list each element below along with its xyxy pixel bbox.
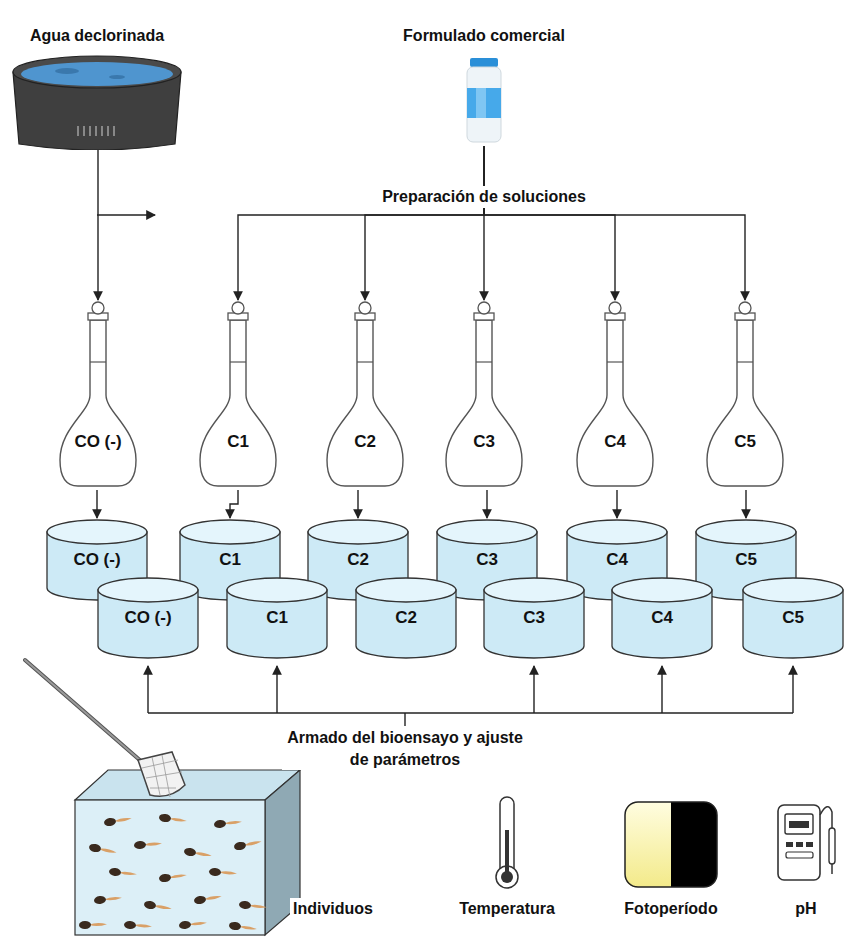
connector-arrow [484,146,615,300]
test-beaker: CO (-) [96,576,200,660]
tadpole [229,921,258,933]
tadpole [183,847,212,860]
volumetric-flask: C4 [575,300,655,490]
node-label: C3 [482,608,586,628]
tadpoles [79,813,267,933]
water-tank: Agua declorinada [7,26,187,150]
process-label: Armado del bioensayo y ajuste de parámet… [282,727,528,770]
flask-shape [325,300,405,490]
tadpole [134,839,162,849]
tadpole [79,920,107,929]
tadpole [124,921,152,931]
connector-arrow [484,146,745,300]
connector-arrow [97,150,98,300]
node-label: Formulado comercial [394,26,574,46]
node-label: C4 [610,608,714,628]
node-label: C2 [354,608,458,628]
tadpole [193,892,222,905]
tadpole [94,894,123,905]
connector-arrow [230,490,238,518]
process-label: Preparación de soluciones [379,186,589,208]
tadpole [159,871,188,883]
node-label: CO (-) [45,550,149,570]
node-label: C2 [306,550,410,570]
node-label: C3 [444,432,524,452]
node-label: C3 [435,550,539,570]
volumetric-flask: C3 [444,300,524,490]
node-label: CO (-) [58,432,138,452]
connector-arrow [96,490,97,518]
tadpole [88,843,117,857]
tank-shape [7,26,187,150]
test-beaker: C4 [610,576,714,660]
node-label: C2 [325,432,405,452]
node-label: C1 [198,432,278,452]
tadpole [179,919,208,930]
volumetric-flask: CO (-) [58,300,138,490]
tadpole [233,838,262,852]
tadpole [214,818,243,829]
flask-shape [705,300,785,490]
formulation-bottle: Formulado comercial [394,26,574,146]
test-beaker: C3 [482,576,586,660]
ph-meter-icon [778,805,835,880]
connector-arrow [365,146,484,300]
parameter-label: Temperatura [456,898,558,920]
water-branch-arrow [97,215,155,216]
test-beaker: C2 [354,576,458,660]
volumetric-flask: C1 [198,300,278,490]
node-label: C1 [178,550,282,570]
organism-label: Individuos [290,898,376,920]
node-label: C4 [575,432,655,452]
test-beaker: C5 [741,576,845,660]
volumetric-flask: C2 [325,300,405,490]
tadpole [103,814,132,827]
node-label: C5 [694,550,798,570]
volumetric-flask: C5 [705,300,785,490]
tadpole [159,813,188,825]
node-label: C1 [225,608,329,628]
connector-arrow [357,490,358,518]
flask-shape [444,300,524,490]
fish-net [25,660,185,797]
aquarium [75,770,300,935]
tadpole [143,900,172,913]
thermometer-icon [496,797,518,888]
connector-arrow [238,146,484,300]
connector-arrow [745,490,746,518]
node-label: C5 [705,432,785,452]
flask-shape [575,300,655,490]
connector-arrow [486,490,487,518]
assembly-lines [148,666,793,726]
parameter-label: Fotoperíodo [621,898,720,920]
connector-arrow [616,490,617,518]
tadpole [209,868,237,878]
flask-shape [198,300,278,490]
test-beaker: C1 [225,576,329,660]
photoperiod-icon [625,802,717,887]
flask-shape [58,300,138,490]
tadpole [239,900,268,911]
node-label: CO (-) [96,608,200,628]
parameter-label: pH [792,898,819,920]
node-label: C5 [741,608,845,628]
node-label: Agua declorinada [7,26,187,46]
tadpole [109,867,138,878]
node-label: C4 [565,550,669,570]
